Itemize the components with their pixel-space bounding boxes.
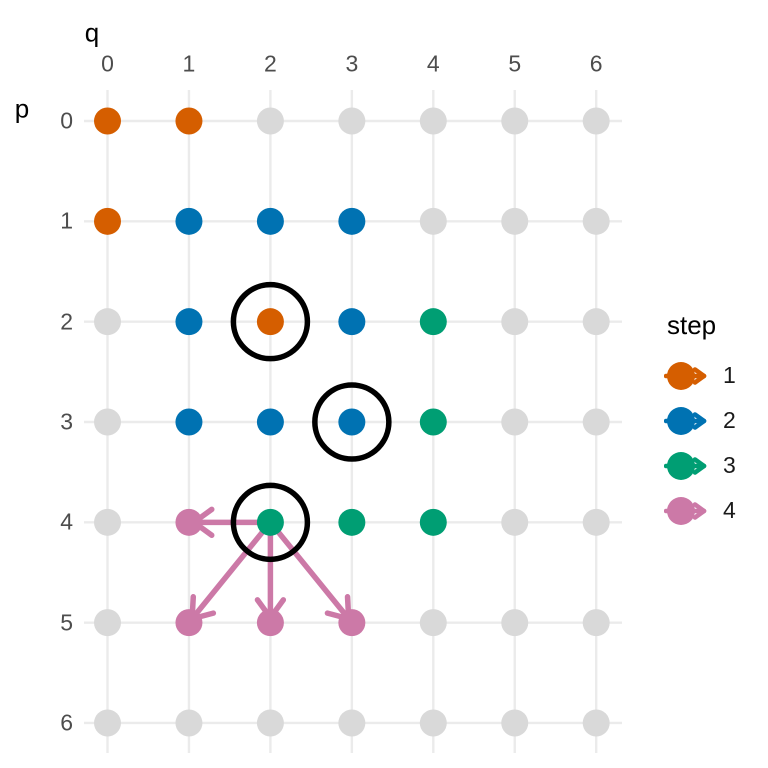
grid-point-q0-p4 [94,508,121,536]
grid-point-q3-p0 [338,107,366,135]
legend: step 1 2 3 4 [664,311,736,533]
grid-point-q5-p0 [501,107,529,135]
x-tick-label-2: 2 [263,50,277,77]
step3-point-q3-p4 [338,508,366,536]
grid-point-q5-p5 [501,609,529,637]
legend-item-step-2: 2 [664,398,736,443]
grid-point-q0-p6 [94,709,121,737]
x-tick-label-5: 5 [508,50,522,77]
y-axis-title: p [14,93,30,124]
step3-point-q2-p4 [256,508,284,536]
series-step-3 [256,308,447,536]
y-tick-label-2: 2 [60,308,73,335]
grid-point-q0-p3 [94,408,121,436]
step1-point-q2-p2 [256,308,284,336]
grid-point-q5-p3 [501,408,529,436]
x-tick-label-3: 3 [345,50,359,77]
step2-point-q1-p1 [175,207,203,235]
grid-point-q3-p6 [338,709,366,737]
y-tick-label-6: 6 [60,709,73,736]
grid-point-q6-p6 [582,709,610,737]
grid-point-q5-p1 [501,207,529,235]
y-tick-label-4: 4 [60,508,73,535]
step1-point-q0-p1 [94,207,121,235]
legend-item-label: 2 [723,407,736,433]
step2-point-q2-p3 [256,408,284,436]
y-tick-label-0: 0 [60,107,73,134]
x-tick-label-6: 6 [589,50,603,77]
grid-point-q2-p0 [256,107,284,135]
step2-point-q2-p1 [256,207,284,235]
legend-key-dot-arrow-icon [664,451,707,480]
step1-point-q0-p0 [94,107,121,135]
legend-item-label: 3 [723,452,736,478]
grid-point-q6-p3 [582,408,610,436]
grid-point-q6-p1 [582,207,610,235]
y-tick-label-5: 5 [60,609,73,636]
grid-point-q4-p5 [419,609,447,637]
x-axis-title: q [84,17,100,48]
y-tick-label-1: 1 [60,207,73,234]
legend-item-step-4: 4 [664,488,736,533]
highlight-ring-q2-p2 [230,281,311,362]
step4-point-q2-p5 [256,609,284,637]
step2-point-q3-p1 [338,207,366,235]
inactive-points [94,107,610,737]
grid-point-q4-p1 [419,207,447,235]
step2-point-q3-p2 [338,308,366,336]
step4-point-q1-p4 [175,508,203,536]
step3-point-q4-p4 [419,508,447,536]
arrow-shaft [189,519,274,622]
grid-point-q6-p0 [582,107,610,135]
legend-key-dot-arrow-icon [664,406,707,435]
step-arrows [189,506,352,622]
highlight-ring-q2-p4 [230,482,311,563]
legend-key-dot-arrow-icon [664,361,707,390]
legend-item-step-3: 3 [664,443,736,488]
grid-point-q0-p2 [94,308,121,336]
grid-point-q1-p6 [175,709,203,737]
series-step-1 [94,107,284,336]
legend-item-label: 4 [723,497,736,523]
step1-point-q1-p0 [175,107,203,135]
highlight-ring-q3-p3 [312,382,392,462]
arrow-shaft [267,519,352,622]
x-tick-label-0: 0 [101,50,114,77]
grid-point-q4-p6 [419,709,447,737]
grid-point-q0-p5 [94,609,121,637]
grid-point-q5-p2 [501,308,529,336]
grid-point-q6-p5 [582,609,610,637]
grid-point-q4-p0 [419,107,447,135]
highlight-rings [230,281,392,563]
legend-item-step-1: 1 [664,353,736,398]
step4-point-q3-p5 [338,609,366,637]
series-step-4 [175,508,366,637]
grid-point-q5-p4 [501,508,529,536]
legend-items: 1 2 3 4 [664,353,736,533]
grid-point-q6-p2 [582,308,610,336]
step2-point-q1-p3 [175,408,203,436]
x-tick-label-4: 4 [426,50,440,77]
legend-title: step [667,310,717,340]
grid-point-q2-p6 [256,709,284,737]
legend-key-dot-arrow-icon [664,496,707,525]
step3-point-q4-p3 [419,408,447,436]
grid-point-q5-p6 [501,709,529,737]
step2-point-q1-p2 [175,308,203,336]
series-step-2 [175,207,366,436]
step3-point-q4-p2 [419,308,447,336]
x-tick-label-1: 1 [182,50,196,77]
legend-item-label: 1 [723,362,736,388]
step2-point-q3-p3 [338,408,366,436]
step4-point-q1-p5 [175,609,203,637]
y-tick-label-3: 3 [60,408,73,435]
grid-point-q6-p4 [582,508,610,536]
